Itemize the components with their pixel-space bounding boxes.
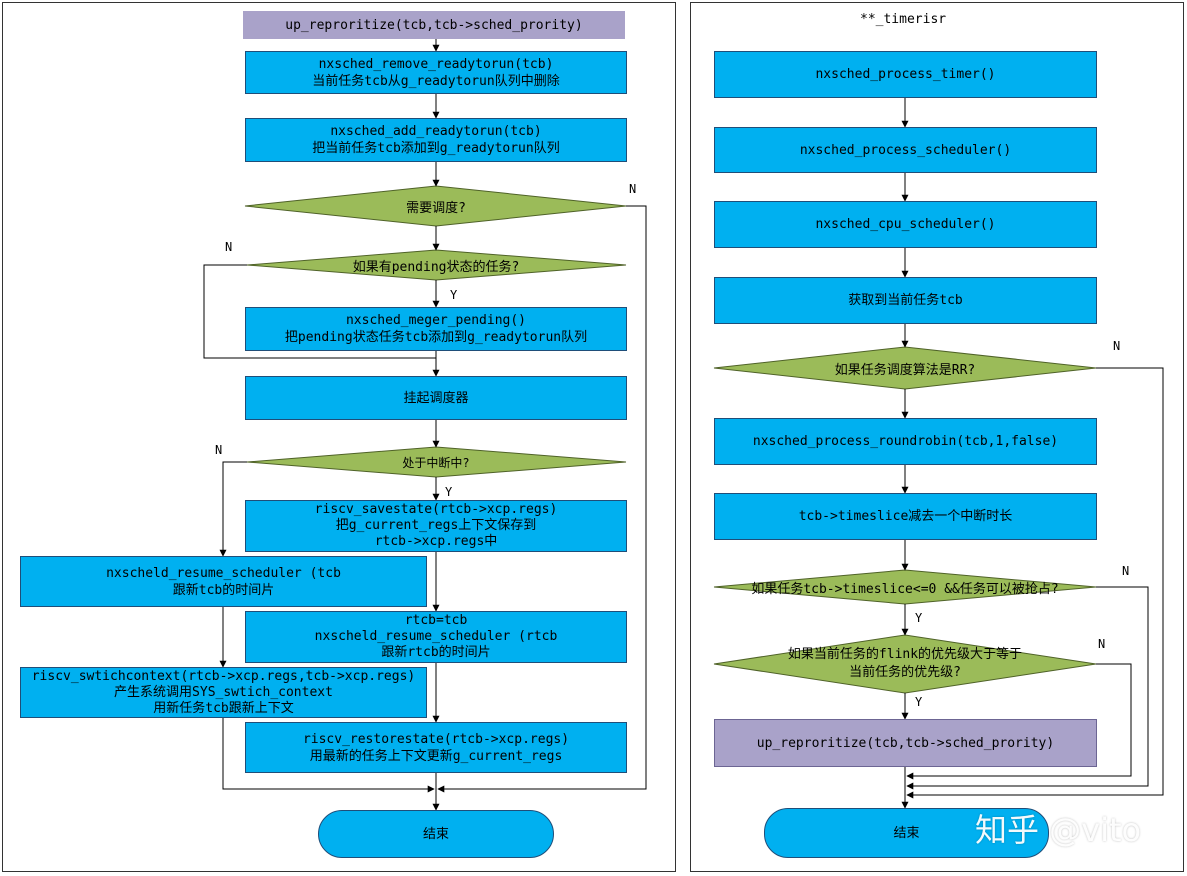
box-restorestate: riscv_restorestate(rtcb->xcp.regs) 用最新的任… [245, 722, 627, 773]
box-resume-scheduler-tcb: nxscheld_resume_scheduler (tcb 跟新tcb的时间片 [20, 556, 427, 607]
box-timeslice-decrease: tcb->timeslice减去一个中断时长 [714, 493, 1097, 540]
left-end-terminal: 结束 [318, 810, 554, 858]
label-priority-no: N [1098, 637, 1106, 651]
decision-in-interrupt-text: 处于中断中? [402, 455, 470, 470]
box-add-readytorun: nxsched_add_readytorun(tcb) 把当前任务tcb添加到g… [245, 118, 627, 162]
label-has-pending-yes: Y [450, 288, 458, 302]
decision-timeslice-check-text: 如果任务tcb->timeslice<=0 &&任务可以被抢占? [751, 581, 1059, 597]
decision-is-rr-text: 如果任务调度算法是RR? [834, 362, 976, 378]
right-title: **_timerisr [860, 12, 947, 27]
box-suspend-scheduler: 挂起调度器 [245, 376, 627, 420]
label-timeslice-yes: Y [915, 611, 923, 625]
box-switch-context: riscv_swtichcontext(rtcb->xcp.regs,tcb->… [20, 667, 427, 718]
left-title: up_reproritize(tcb,tcb->sched_prority) [243, 11, 625, 39]
box-merge-pending: nxsched_meger_pending() 把pending状态任务tcb添… [245, 307, 627, 351]
box-cpu-scheduler: nxsched_cpu_scheduler() [714, 201, 1097, 248]
right-end-terminal: 结束 [764, 808, 1049, 858]
zhihu-watermark: 知乎 @vito [975, 811, 1142, 849]
box-process-scheduler: nxsched_process_scheduler() [714, 127, 1097, 173]
label-priority-yes: Y [915, 695, 923, 709]
decision-priority-check-text: 如果当前任务的flink的优先级大于等于 当前任务的优先级? [787, 647, 1023, 680]
label-is-rr-no: N [1113, 339, 1121, 353]
box-resume-scheduler-rtcb: rtcb=tcb nxscheld_resume_scheduler (rtcb… [245, 611, 627, 663]
label-has-pending-no: N [225, 240, 233, 254]
label-need-schedule-no: N [629, 182, 637, 196]
box-remove-readytorun: nxsched_remove_readytorun(tcb) 当前任务tcb从g… [245, 51, 627, 94]
label-in-interrupt-no: N [215, 443, 223, 457]
label-timeslice-no: N [1122, 564, 1130, 578]
diamond-in-interrupt [246, 446, 627, 478]
diamond-has-pending [246, 249, 627, 281]
box-process-timer: nxsched_process_timer() [714, 51, 1097, 98]
box-process-roundrobin: nxsched_process_roundrobin(tcb,1,false) [714, 418, 1097, 465]
decision-need-schedule-text: 需要调度? [406, 200, 466, 216]
box-reprioritize: up_reproritize(tcb,tcb->sched_prority) [714, 719, 1097, 767]
box-get-current-task: 获取到当前任务tcb [714, 277, 1097, 324]
box-savestate: riscv_savestate(rtcb->xcp.regs) 把g_curre… [245, 500, 627, 552]
label-in-interrupt-yes: Y [445, 485, 453, 499]
decision-has-pending-text: 如果有pending状态的任务? [352, 259, 520, 275]
